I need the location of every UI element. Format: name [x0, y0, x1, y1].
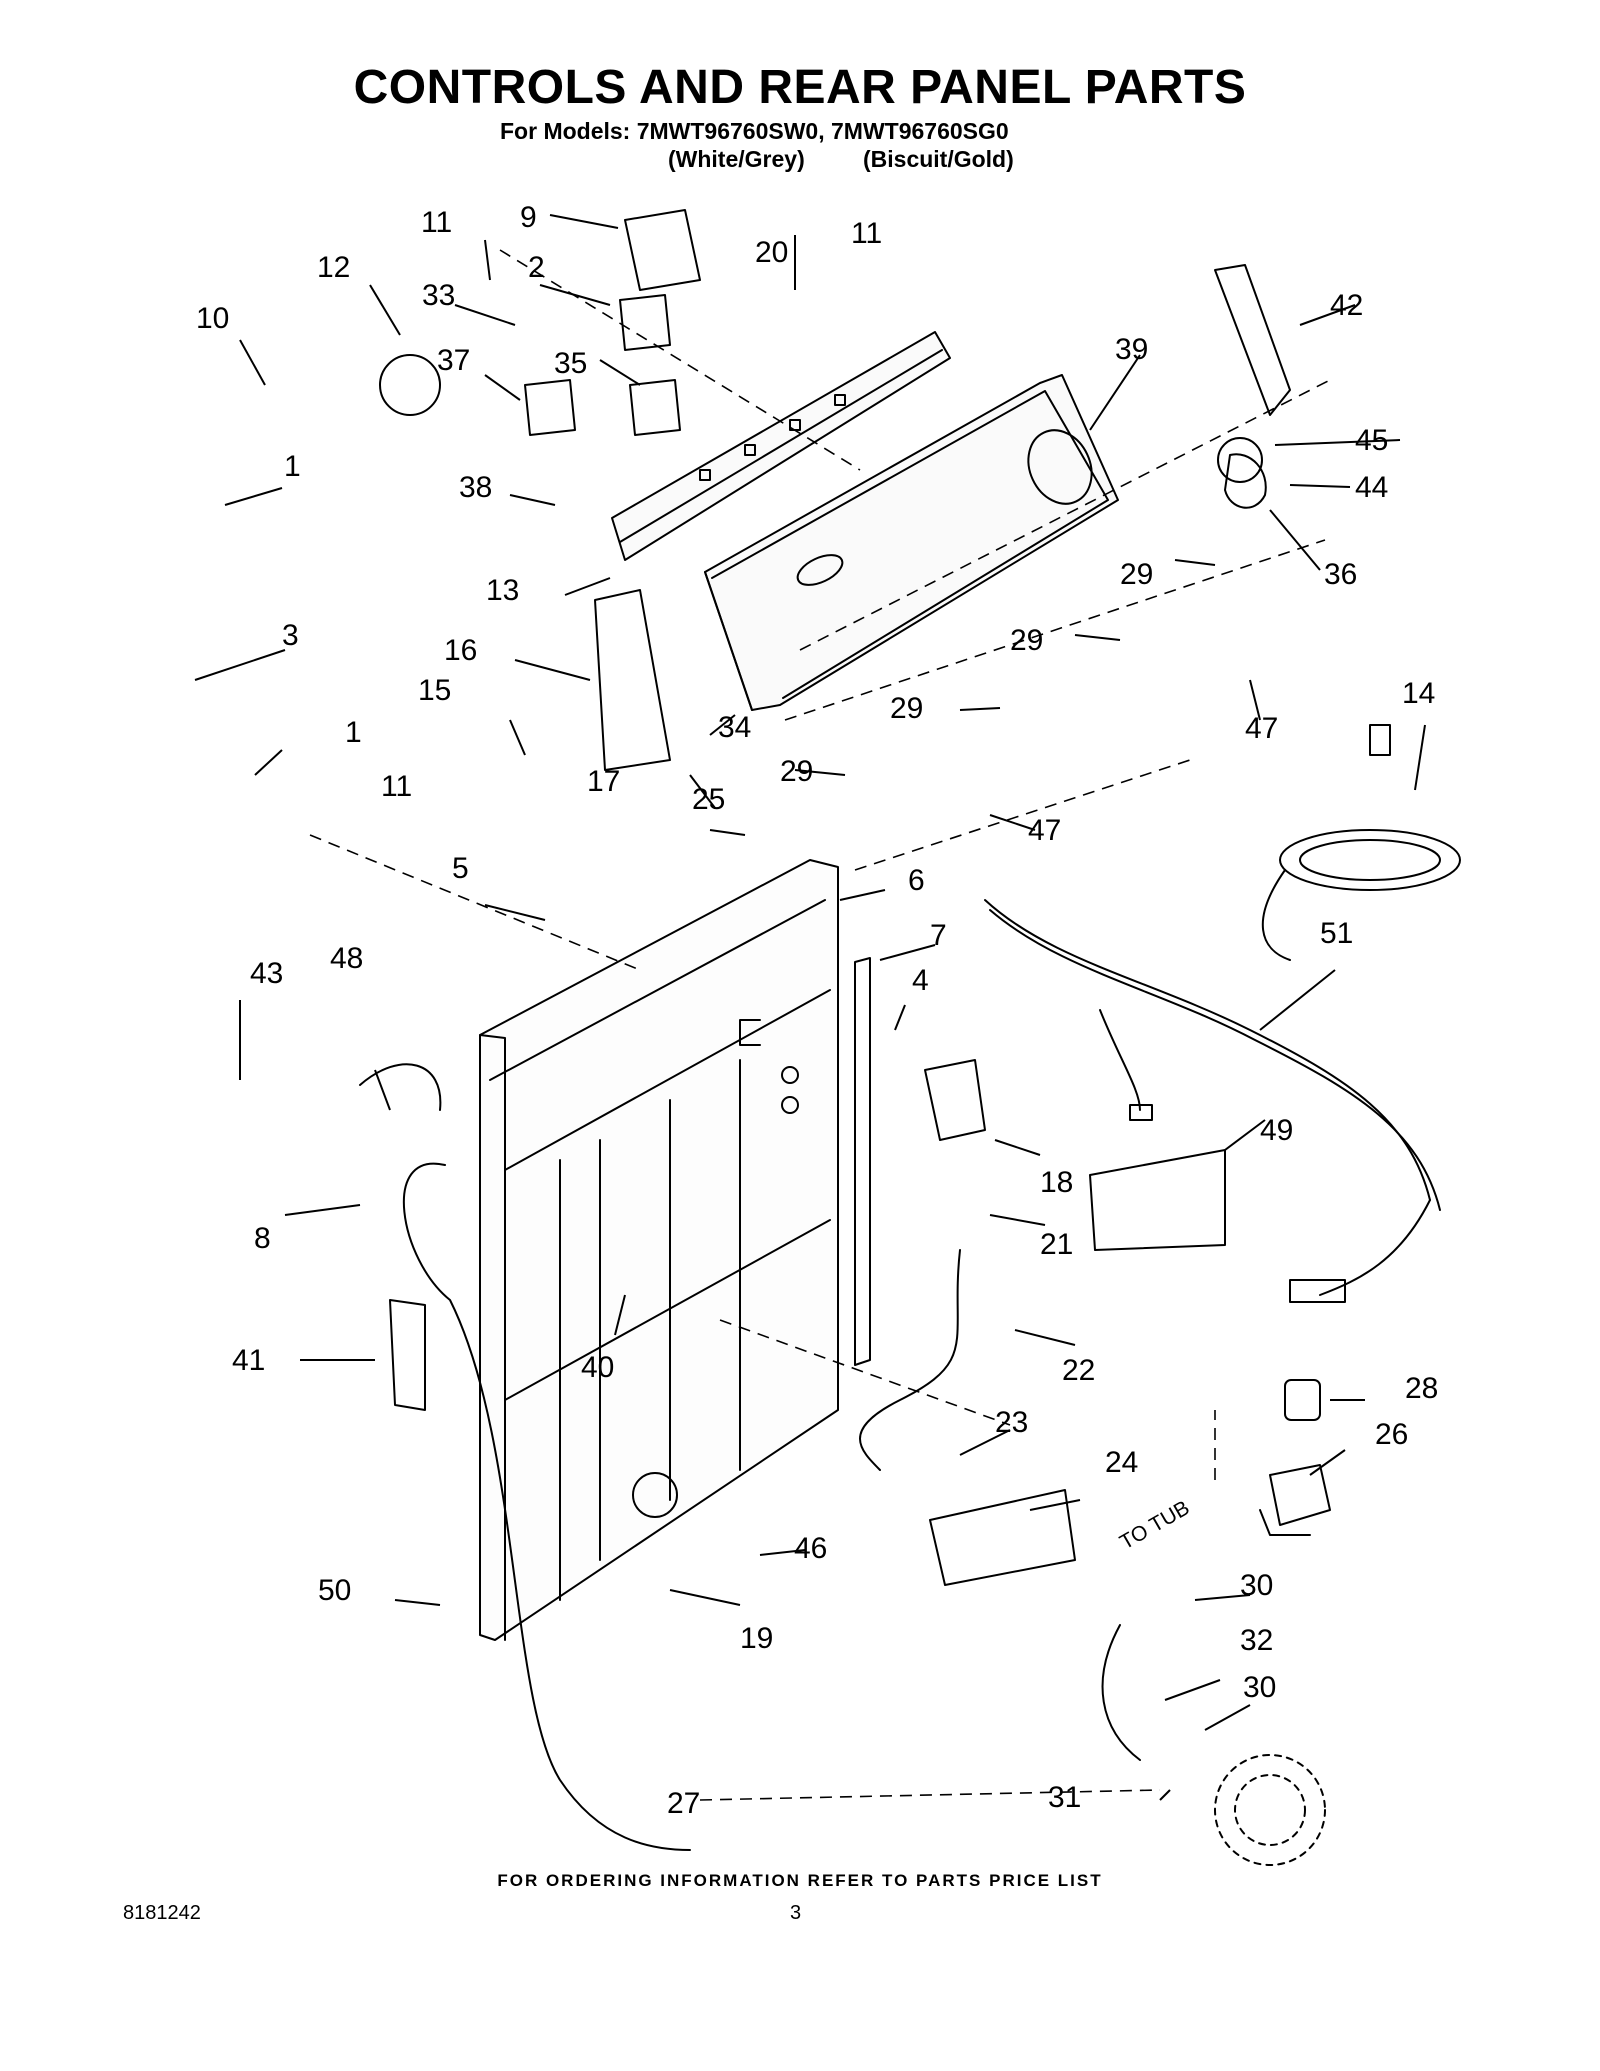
callout-5: 5: [452, 852, 469, 885]
callout-24: 24: [1105, 1446, 1138, 1479]
callout-4: 4: [912, 964, 929, 997]
callout-6: 6: [908, 864, 925, 897]
callout-40: 40: [581, 1351, 614, 1384]
wire-harness-part: [984, 899, 1441, 1303]
clip-part-48: [359, 1063, 442, 1111]
callout-1-top: 1: [284, 450, 301, 483]
callout-29-a: 29: [1120, 558, 1153, 591]
callout-15: 15: [418, 674, 451, 707]
callout-47-upper: 47: [1245, 712, 1278, 745]
selector-part: [379, 354, 441, 416]
callout-32: 32: [1240, 1624, 1273, 1657]
callout-28: 28: [1405, 1372, 1438, 1405]
callout-48: 48: [330, 942, 363, 975]
callout-labels: 1 1 2 3 4 5 6 7 8 9 10 11 11 11 12 13 14…: [196, 201, 1438, 1820]
callout-12: 12: [317, 251, 350, 284]
side-strip-part: [854, 957, 871, 1366]
rear-panel-part: [479, 859, 839, 1641]
page-number: 3: [790, 1902, 802, 1924]
callout-13: 13: [486, 574, 519, 607]
page-title: CONTROLS AND REAR PANEL PARTS: [353, 61, 1247, 114]
valve-part-18: [924, 1059, 986, 1141]
shield-part-16: [594, 589, 671, 771]
pump-part: [1259, 1379, 1331, 1536]
bracket-part-42: [1214, 264, 1291, 416]
bracket-part-41: [389, 1299, 426, 1411]
callout-50: 50: [318, 1574, 351, 1607]
callout-2: 2: [528, 251, 545, 284]
callout-27: 27: [667, 1787, 700, 1820]
callout-10: 10: [196, 302, 229, 335]
switch-part: [619, 294, 671, 351]
callout-8: 8: [254, 1222, 271, 1255]
callout-19: 19: [740, 1622, 773, 1655]
leader-arrows: [194, 214, 1426, 1801]
callout-49: 49: [1260, 1114, 1293, 1147]
callout-14: 14: [1402, 677, 1435, 710]
callout-23: 23: [995, 1406, 1028, 1439]
callout-21: 21: [1040, 1228, 1073, 1261]
callout-44: 44: [1355, 471, 1388, 504]
to-tub-label: TO TUB: [1116, 1496, 1194, 1554]
tub-hose-part: [1101, 1624, 1141, 1761]
callout-33: 33: [422, 279, 455, 312]
pump-housing-part: [1214, 1754, 1326, 1866]
timer-part: [624, 209, 701, 291]
power-cord-part: [1261, 724, 1461, 961]
guard-part-24: [929, 1489, 1076, 1586]
callout-26: 26: [1375, 1418, 1408, 1451]
callout-47-lower: 47: [1028, 814, 1061, 847]
color-biscuit-gold: (Biscuit/Gold): [863, 146, 1014, 172]
ordering-note: FOR ORDERING INFORMATION REFER TO PARTS …: [497, 1871, 1103, 1890]
callout-30-upper: 30: [1240, 1569, 1273, 1602]
callout-11-top-right: 11: [851, 217, 882, 250]
callout-16: 16: [444, 634, 477, 667]
control-console-part: [704, 374, 1119, 711]
callout-37: 37: [437, 344, 470, 377]
callout-43: 43: [250, 957, 283, 990]
callout-36: 36: [1324, 558, 1357, 591]
callout-20: 20: [755, 236, 788, 269]
bezel-part: [1217, 437, 1263, 483]
callout-51: 51: [1320, 917, 1353, 950]
color-white-grey: (White/Grey): [668, 146, 805, 172]
callout-1-bottom: 1: [345, 716, 362, 749]
callout-29-d: 29: [780, 755, 813, 788]
callout-29-b: 29: [1010, 624, 1043, 657]
callout-25: 25: [692, 783, 725, 816]
callout-22: 22: [1062, 1354, 1095, 1387]
callout-31: 31: [1048, 1781, 1081, 1814]
cover-part-49: [1089, 1149, 1226, 1251]
callout-17: 17: [587, 765, 620, 798]
drain-hose-part: [402, 1162, 691, 1851]
switch-part-3: [629, 379, 681, 436]
callout-11-mid: 11: [381, 770, 412, 803]
callout-46: 46: [794, 1532, 827, 1565]
callout-11-top-left: 11: [421, 206, 452, 239]
callout-29-c: 29: [890, 692, 923, 725]
callout-7: 7: [930, 919, 947, 952]
callout-45: 45: [1355, 424, 1388, 457]
document-number: 8181242: [123, 1902, 201, 1924]
models-line: For Models: 7MWT96760SW0, 7MWT96760SG0: [500, 118, 1009, 144]
callout-39: 39: [1115, 333, 1148, 366]
callout-34: 34: [718, 711, 751, 744]
callout-42: 42: [1330, 289, 1363, 322]
switch-part-2: [524, 379, 576, 436]
inlet-hose-part: [859, 1249, 961, 1471]
callout-38: 38: [459, 471, 492, 504]
callout-35: 35: [554, 347, 587, 380]
control-bracket-part: [611, 331, 951, 561]
callout-3: 3: [282, 619, 299, 652]
assembly-lines: [309, 249, 1331, 1801]
callout-18: 18: [1040, 1166, 1073, 1199]
callout-30-lower: 30: [1243, 1671, 1276, 1704]
knob-part: [1224, 453, 1267, 509]
callout-41: 41: [232, 1344, 265, 1377]
callout-9: 9: [520, 201, 537, 234]
